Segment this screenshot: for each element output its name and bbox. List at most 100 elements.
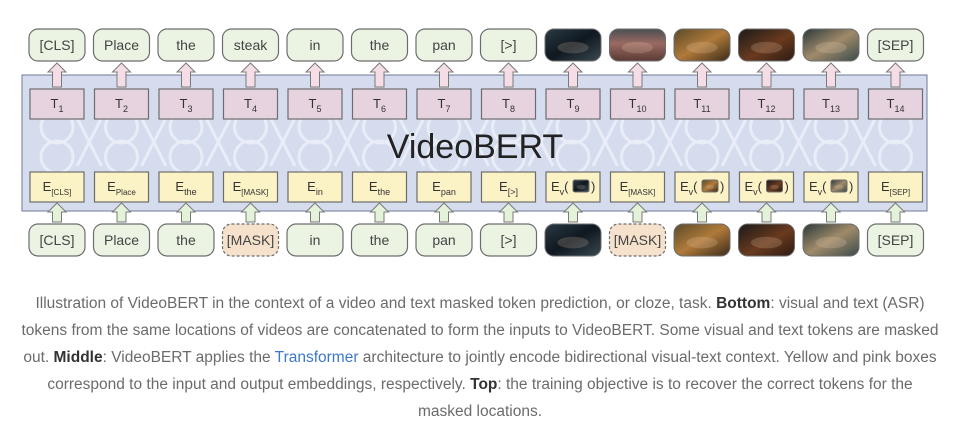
up-arrow-green <box>433 202 455 223</box>
up-arrow-green <box>240 202 261 223</box>
figure-caption: Illustration of VideoBERT in the context… <box>20 290 940 425</box>
input-token <box>157 223 215 257</box>
input-token <box>92 223 151 257</box>
output-embedding-label: T10 <box>629 96 647 114</box>
caption-text: : the training objective is to recover t… <box>417 376 913 420</box>
output-token-thumbnail <box>802 28 860 62</box>
output-embedding-label: T3 <box>180 96 193 114</box>
transformer-link[interactable]: Transformer <box>274 349 359 366</box>
output-token-label: in <box>310 37 321 53</box>
up-arrow-green <box>627 202 648 223</box>
input-token <box>866 223 925 257</box>
output-token-label: the <box>370 37 390 53</box>
output-embedding <box>674 88 730 120</box>
input-token-thumbnail <box>673 223 731 257</box>
up-arrow-green <box>175 202 197 223</box>
input-embedding-label: E[SEP] <box>881 179 910 197</box>
output-embedding <box>738 88 795 120</box>
input-embedding-paren: ) <box>785 179 789 194</box>
output-embedding-label: T5 <box>309 96 322 114</box>
caption-middle-label: Middle <box>53 349 103 366</box>
up-arrow-pink <box>46 62 68 88</box>
output-token <box>479 28 538 62</box>
output-embedding <box>222 88 279 120</box>
output-token-label: the <box>176 37 196 53</box>
output-token-thumbnail <box>673 28 731 62</box>
input-embedding-label: EPlace <box>107 179 136 197</box>
input-token-label: the <box>370 232 390 248</box>
input-embedding-paren: ) <box>720 179 724 194</box>
output-embedding-label: T4 <box>244 96 257 114</box>
output-embedding <box>287 88 343 120</box>
output-token <box>415 28 473 62</box>
input-token-label: [MASK] <box>227 232 274 248</box>
output-token-label: [CLS] <box>39 37 74 53</box>
input-embedding-label: Ev( <box>745 179 763 197</box>
input-token <box>415 223 473 257</box>
input-token-label: Place <box>104 232 139 248</box>
input-token-label: [CLS] <box>39 232 74 248</box>
output-embedding-label: T8 <box>502 96 515 114</box>
output-embedding <box>351 88 408 120</box>
input-token-thumbnail <box>738 223 795 257</box>
input-token <box>479 223 538 257</box>
arrow-layer <box>46 62 906 223</box>
output-embedding-label: T12 <box>758 96 776 114</box>
input-token-thumbnail <box>544 223 602 257</box>
up-arrow-green <box>498 202 519 223</box>
output-embedding-label: T14 <box>887 96 905 114</box>
up-arrow-green <box>111 202 132 223</box>
input-token-label: the <box>176 232 196 248</box>
up-arrow-pink <box>433 62 455 88</box>
input-embedding-label: Ev( <box>551 179 569 197</box>
input-embedding <box>867 171 924 203</box>
caption-text: Illustration of VideoBERT in the context… <box>35 295 717 312</box>
input-embedding <box>609 171 666 203</box>
output-token <box>92 28 151 62</box>
input-embedding-label: E[MASK] <box>233 179 269 197</box>
output-token <box>28 28 86 62</box>
input-token <box>350 223 409 257</box>
input-embedding <box>480 171 537 203</box>
input-embedding-label: Epan <box>432 179 456 197</box>
up-arrow-green <box>46 202 68 223</box>
output-embedding <box>803 88 859 120</box>
output-embedding <box>416 88 472 120</box>
up-arrow-pink <box>756 62 777 88</box>
input-token <box>28 223 86 257</box>
input-embedding-thumbnail <box>766 179 783 193</box>
caption-text: : VideoBERT applies the <box>102 349 275 366</box>
output-token-label: Place <box>104 37 139 53</box>
input-token-label: pan <box>432 232 455 248</box>
output-embedding <box>867 88 924 120</box>
output-token-label: pan <box>432 37 455 53</box>
up-arrow-pink <box>240 62 261 88</box>
output-token <box>286 28 344 62</box>
up-arrow-pink <box>369 62 390 88</box>
input-embedding-label: Ethe <box>175 179 196 197</box>
up-arrow-pink <box>111 62 132 88</box>
output-token-label: [SEP] <box>878 37 914 53</box>
output-embedding <box>609 88 666 120</box>
up-arrow-pink <box>691 62 713 88</box>
output-token <box>866 28 925 62</box>
caption-text: : visual and text (ASR) tokens from the … <box>21 295 939 366</box>
output-embedding-label: T13 <box>822 96 840 114</box>
output-embedding <box>158 88 214 120</box>
up-arrow-pink <box>885 62 906 88</box>
output-embedding <box>29 88 85 120</box>
input-embedding-label: E[>] <box>499 179 518 197</box>
up-arrow-green <box>304 202 326 223</box>
input-token <box>286 223 344 257</box>
output-embedding <box>93 88 150 120</box>
output-embedding-label: T9 <box>567 96 580 114</box>
input-embedding-thumbnail <box>830 179 848 193</box>
input-embedding <box>545 171 601 203</box>
input-embedding-label: Ein <box>307 179 323 197</box>
up-arrow-pink <box>304 62 326 88</box>
up-arrow-pink <box>175 62 197 88</box>
